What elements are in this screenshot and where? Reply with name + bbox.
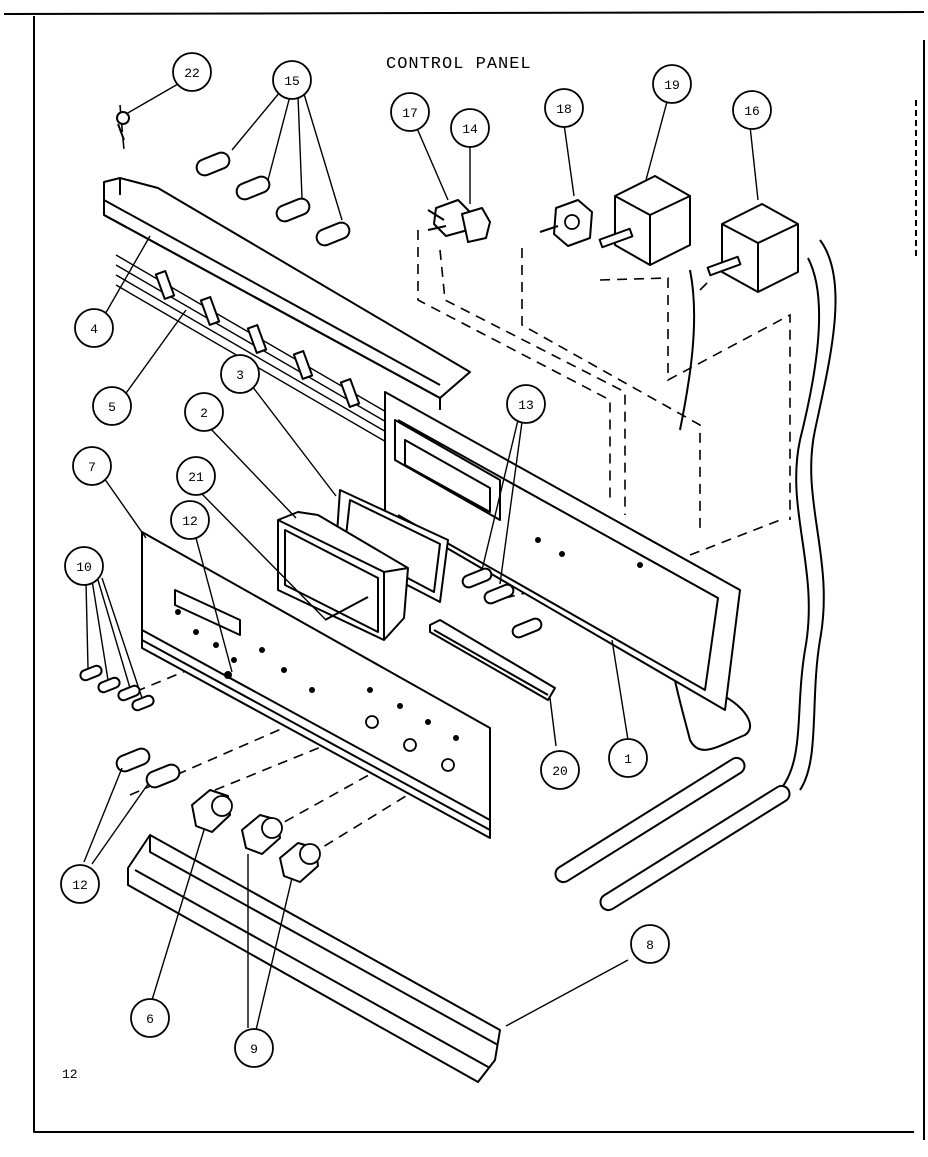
callout-20: 20 <box>540 750 580 790</box>
pins-part-13 <box>461 567 543 639</box>
svg-text:21: 21 <box>188 470 204 485</box>
callout-13: 13 <box>506 384 546 424</box>
svg-text:14: 14 <box>462 122 478 137</box>
wire-harness <box>663 239 837 791</box>
svg-text:4: 4 <box>90 322 98 337</box>
callout-12-upper: 12 <box>170 500 210 540</box>
callout-4: 4 <box>74 308 114 348</box>
svg-text:19: 19 <box>664 78 680 93</box>
callout-7: 7 <box>72 446 112 486</box>
strip-part-20 <box>429 619 556 701</box>
callout-19: 19 <box>652 64 692 104</box>
knobs-part-6-9 <box>191 789 321 883</box>
callout-17: 17 <box>390 92 430 132</box>
svg-text:3: 3 <box>236 368 244 383</box>
callout-9: 9 <box>234 1028 274 1068</box>
callout-5: 5 <box>92 386 132 426</box>
svg-text:5: 5 <box>108 400 116 415</box>
screw-part-22 <box>116 111 130 141</box>
display-box-part-2 <box>277 511 409 641</box>
callout-2: 2 <box>184 392 224 432</box>
callout-3: 3 <box>220 354 260 394</box>
spacers-part-15 <box>195 151 351 247</box>
svg-text:6: 6 <box>146 1012 154 1027</box>
callout-22: 22 <box>172 52 212 92</box>
callout-6: 6 <box>130 998 170 1038</box>
diagram-title: CONTROL PANEL <box>386 55 532 74</box>
callouts: 22 15 17 14 18 19 16 4 5 3 13 2 7 21 12 … <box>60 52 772 1068</box>
callout-14: 14 <box>450 108 490 148</box>
svg-text:9: 9 <box>250 1042 258 1057</box>
wiring-lines <box>119 104 791 856</box>
svg-text:10: 10 <box>76 560 92 575</box>
callout-8: 8 <box>630 924 670 964</box>
callout-16: 16 <box>732 90 772 130</box>
switch-part-18 <box>539 199 593 247</box>
callout-15: 15 <box>272 60 312 100</box>
svg-text:16: 16 <box>744 104 760 119</box>
svg-text:1: 1 <box>624 752 632 767</box>
svg-text:17: 17 <box>402 106 418 121</box>
svg-text:15: 15 <box>284 74 300 89</box>
svg-text:12: 12 <box>182 514 198 529</box>
front-panel-part-7 <box>141 531 491 839</box>
callout-18: 18 <box>544 88 584 128</box>
bracket-rail-part-5 <box>115 254 401 451</box>
relay-box-part-19 <box>598 175 691 266</box>
tubes <box>554 756 791 912</box>
relay-box-part-16 <box>706 203 799 293</box>
callout-1: 1 <box>608 738 648 778</box>
svg-text:12: 12 <box>72 878 88 893</box>
callout-10: 10 <box>64 546 104 586</box>
svg-text:8: 8 <box>646 938 654 953</box>
svg-text:2: 2 <box>200 406 208 421</box>
bottom-trim-part-8 <box>127 834 501 1083</box>
svg-text:22: 22 <box>184 66 200 81</box>
svg-text:20: 20 <box>552 764 568 779</box>
top-trim-part-4 <box>103 177 471 410</box>
callout-21: 21 <box>176 456 216 496</box>
svg-text:7: 7 <box>88 460 96 475</box>
svg-text:18: 18 <box>556 102 572 117</box>
back-panel-part-1 <box>384 391 741 711</box>
pins-part-12 <box>115 747 181 789</box>
page-number: 12 <box>62 1067 78 1082</box>
svg-text:13: 13 <box>518 398 534 413</box>
terminals-part-17-14 <box>427 199 491 243</box>
callout-12-lower: 12 <box>60 864 100 904</box>
leader-lines <box>83 83 759 1031</box>
page-frame <box>3 11 925 1140</box>
